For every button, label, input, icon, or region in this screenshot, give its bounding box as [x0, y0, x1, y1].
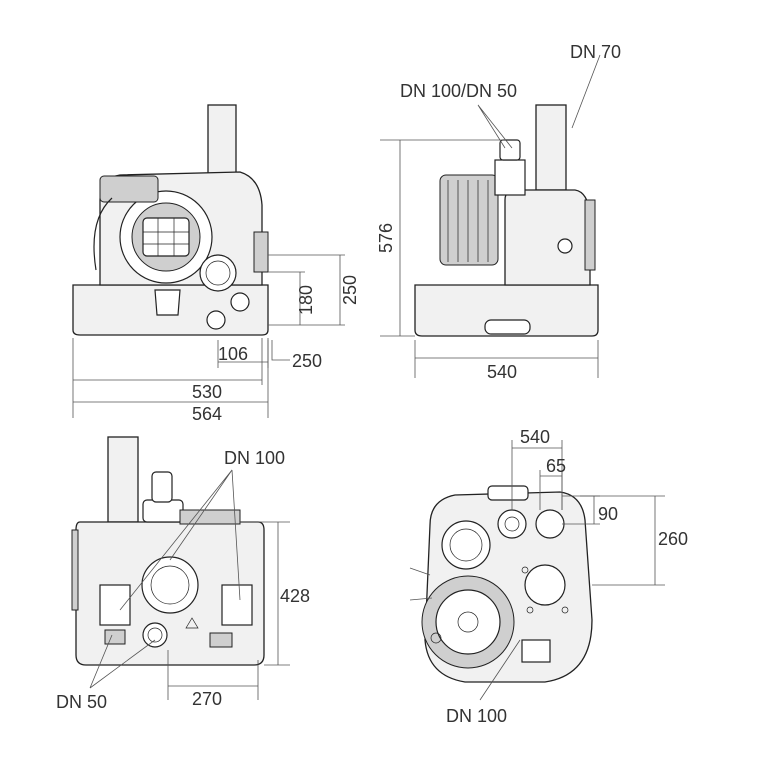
label-dn100-dn50: DN 100/DN 50 [400, 81, 517, 101]
top-flange [487, 485, 529, 501]
tank-base [414, 284, 599, 337]
bolt-2 [521, 566, 529, 574]
dim-540-top: 540 [520, 427, 550, 447]
dn100-top-leader [479, 639, 521, 701]
motor-fins [447, 180, 489, 262]
outlet-dn100 [199, 254, 237, 292]
inlet-dn100-center-inner [150, 565, 190, 605]
bolt-3 [561, 606, 569, 614]
vent-pipe-dn70 [535, 104, 567, 191]
dn70-leader [571, 54, 601, 129]
inlet-dn100-center [141, 556, 199, 614]
base-slot [484, 319, 531, 335]
dim-540-side: 540 [487, 362, 517, 382]
outlet-connector [494, 159, 526, 196]
dim-250-leader [271, 340, 290, 361]
dim-576: 576 [376, 223, 396, 253]
label-dn70: DN 70 [570, 42, 621, 62]
dim-260: 260 [658, 529, 688, 549]
front-vertical-dims [268, 254, 345, 326]
warning-mark [185, 617, 199, 629]
dim-530: 530 [192, 382, 222, 402]
dn100-leaders [119, 469, 241, 611]
dim-90: 90 [598, 504, 618, 524]
inlet-dn50-left [104, 629, 126, 645]
side-flange [253, 231, 269, 273]
port-left-inner [449, 528, 483, 562]
outlet-center-inner [504, 516, 520, 532]
dim-270: 270 [192, 689, 222, 709]
dim-65: 65 [546, 456, 566, 476]
motor-fins-top [179, 509, 241, 525]
front-view [72, 104, 345, 418]
bolt-1 [526, 606, 534, 614]
outlet-dn100-inner [205, 260, 231, 286]
label-dn100-top: DN 100 [446, 706, 507, 726]
label-dn100-rear: DN 100 [224, 448, 285, 468]
dim-428: 428 [280, 586, 310, 606]
outlet-cap [151, 471, 173, 503]
motor-top [99, 175, 159, 203]
grille-bars [143, 218, 189, 256]
top-view [409, 440, 665, 701]
dim-564: 564 [192, 404, 222, 424]
side-bolt [557, 238, 573, 254]
collector-body [504, 189, 591, 286]
dn100-dn50-leader [477, 104, 513, 149]
dim-180: 180 [296, 285, 316, 315]
side-flange [71, 529, 79, 611]
inlet-dn50 [142, 622, 168, 648]
port-left [441, 520, 491, 570]
dim-270-line [167, 650, 259, 700]
motor-hub [457, 611, 479, 633]
inlet-lower [206, 310, 226, 330]
dim-540-line [414, 340, 599, 378]
dim-250-height: 250 [340, 275, 360, 305]
inlet-dn100-left [99, 584, 131, 626]
inlet-dn100-right [221, 584, 253, 626]
dim-428-line [240, 521, 290, 666]
dim-65-line [539, 470, 563, 510]
outlet-cap [499, 139, 521, 161]
dim-250-side: 250 [292, 351, 322, 371]
side-view [380, 54, 601, 378]
label-plate [521, 639, 551, 663]
side-flange [584, 199, 596, 271]
label-dn50-rear: DN 50 [56, 692, 107, 712]
outlet-center [497, 509, 527, 539]
port-right [535, 509, 565, 539]
motor [439, 174, 499, 266]
motor-grille-frame [142, 217, 190, 257]
rear-view [71, 436, 290, 700]
outlet-neck [142, 499, 184, 523]
dim-106: 106 [218, 344, 248, 364]
outlet-dn50 [230, 292, 250, 312]
inlet-dn50-inner [147, 627, 163, 643]
motor-top-inner [435, 589, 501, 655]
dim-260-line [580, 495, 665, 586]
handle [154, 289, 181, 316]
dim-576-line [380, 139, 505, 337]
bolt-4 [430, 632, 442, 644]
inlet-dn100-top [524, 564, 566, 606]
power-cable [93, 197, 113, 271]
side-leaders [409, 567, 433, 601]
inlet-dn50-right [209, 632, 233, 648]
vent-pipe [107, 436, 139, 523]
front-width-dims [72, 338, 269, 418]
dn50-leaders [89, 634, 156, 689]
